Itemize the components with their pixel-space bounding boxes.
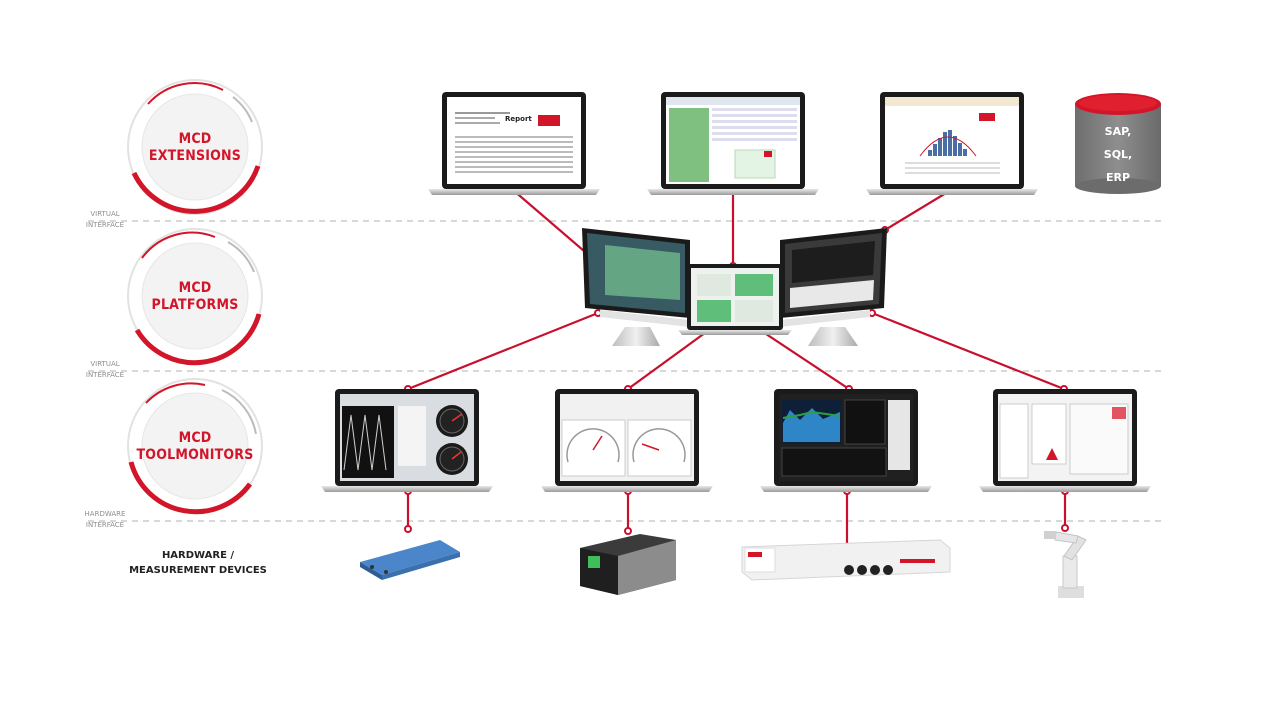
laptop-spectrum xyxy=(760,389,932,492)
report-screen-title: Report xyxy=(505,115,532,123)
laptop-histogram xyxy=(866,92,1038,195)
interface-label-line2: INTERFACE xyxy=(85,221,125,229)
tier-ring-platforms xyxy=(127,228,263,366)
laptop-data-table xyxy=(647,92,819,195)
database-label-line1: SAP, xyxy=(1104,125,1132,138)
tier-label-line2: EXTENSIONS xyxy=(148,148,242,164)
interface-label-virtual-top: VIRTUAL INTERFACE xyxy=(80,209,130,231)
tier-label-extensions: MCD EXTENSIONS xyxy=(125,131,265,165)
laptop-gauges xyxy=(541,389,713,492)
database-label: SAP, SQL, ERP xyxy=(1078,120,1158,189)
interface-divider-lines xyxy=(88,220,1162,522)
platform-laptop-center xyxy=(678,264,792,335)
tier-label-line1: MCD xyxy=(178,131,212,147)
interface-label-line1: VIRTUAL xyxy=(90,210,120,218)
hardware-label-line2: MEASUREMENT DEVICES xyxy=(129,565,267,576)
tier-label-toolmonitors: MCD TOOLMONITORS xyxy=(125,430,265,464)
tier-label-line2: TOOLMONITORS xyxy=(136,447,254,463)
connector-lines xyxy=(406,189,1067,547)
platform-monitor-right xyxy=(780,228,887,346)
device-picoscope xyxy=(360,540,460,580)
platform-monitor-left xyxy=(582,228,690,346)
tier-label-line1: MCD xyxy=(178,430,212,446)
device-power-supply xyxy=(580,534,676,595)
interface-label-hardware: HARDWARE INTERFACE xyxy=(80,509,130,531)
database-label-line2: SQL, xyxy=(1103,148,1133,161)
tier-ring-extensions xyxy=(127,79,263,215)
interface-label-line2: INTERFACE xyxy=(85,371,125,379)
connector-nodes xyxy=(404,186,1069,551)
interface-label-line1: VIRTUAL xyxy=(90,360,120,368)
interface-label-line1: HARDWARE xyxy=(84,510,126,518)
device-measurement-rack xyxy=(741,539,951,581)
database-cylinder xyxy=(1075,93,1161,194)
device-robot-arm xyxy=(1044,531,1087,598)
database-label-line3: ERP xyxy=(1105,171,1131,184)
tier-label-line2: PLATFORMS xyxy=(151,297,239,313)
interface-label-virtual-middle: VIRTUAL INTERFACE xyxy=(80,359,130,381)
tier-label-platforms: MCD PLATFORMS xyxy=(125,280,265,314)
hardware-label-line1: HARDWARE / xyxy=(161,550,235,561)
laptop-oscilloscope xyxy=(321,389,493,492)
hardware-devices-label: HARDWARE / MEASUREMENT DEVICES xyxy=(128,548,268,578)
tier-ring-toolmonitors xyxy=(127,378,263,515)
tier-label-line1: MCD xyxy=(178,280,212,296)
laptop-robot-control xyxy=(979,389,1151,492)
laptop-report xyxy=(428,92,600,195)
interface-label-line2: INTERFACE xyxy=(85,521,125,529)
